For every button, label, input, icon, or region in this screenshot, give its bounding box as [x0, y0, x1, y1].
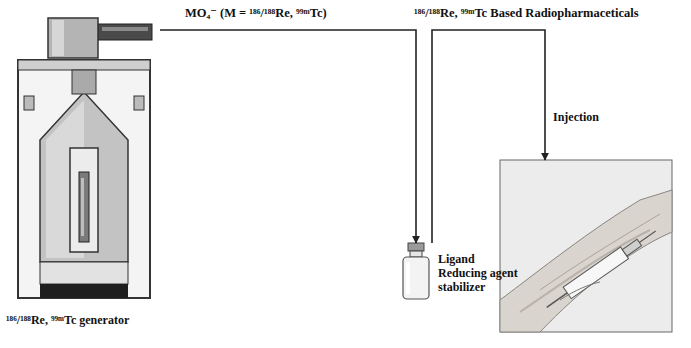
flow-arrow: [432, 30, 545, 243]
edge-label: MO₄⁻ (M = ¹⁸⁶/¹⁸⁸Re, ⁹⁹ᵐTc): [183, 6, 329, 21]
flow-arrow: [160, 30, 416, 243]
node-text: Injection: [553, 110, 653, 124]
vial-node: Ligand Reducing agent stabilizer: [398, 243, 528, 301]
node-text: Ligand Reducing agent stabilizer: [438, 252, 522, 294]
generator-illustration: [18, 18, 152, 298]
injection-node: Injection: [500, 160, 672, 332]
edge-label: ¹⁸⁶/¹⁸⁸Re, ⁹⁹ᵐTc Based Radiopharmacetica…: [412, 6, 641, 21]
injection-picture: [500, 160, 672, 332]
vial-illustration: [403, 243, 429, 299]
node-text: ¹⁸⁶/¹⁸⁸Re, ⁹⁹ᵐTc generator: [6, 313, 226, 327]
generator-node: ¹⁸⁶/¹⁸⁸Re, ⁹⁹ᵐTc generator: [10, 15, 160, 303]
